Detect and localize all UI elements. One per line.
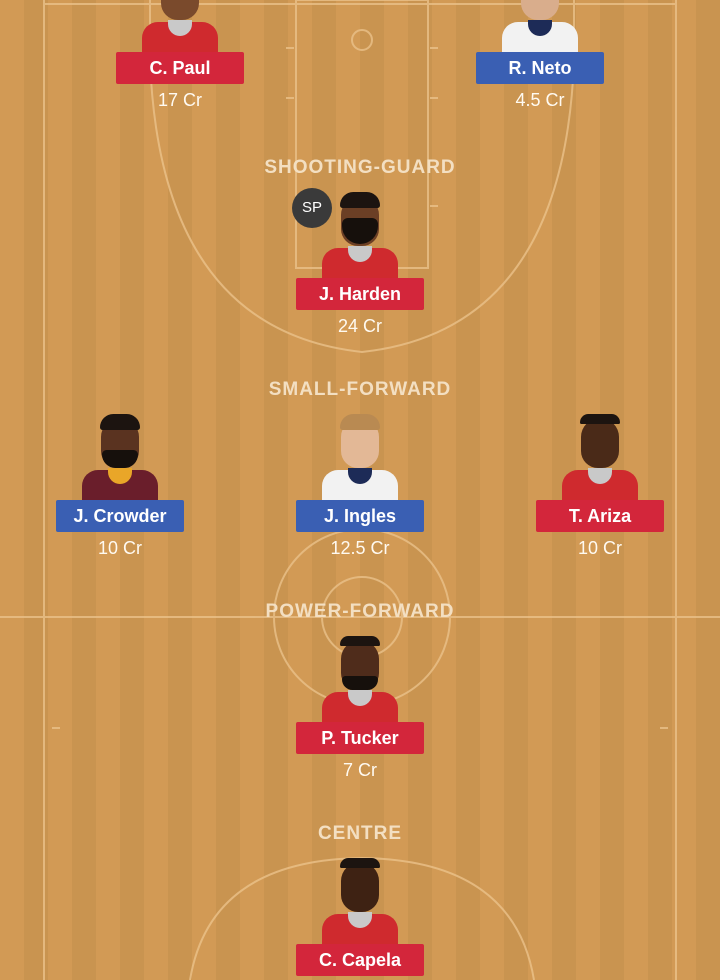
player-photo	[314, 630, 406, 722]
player-name-badge: C. Paul	[116, 52, 244, 84]
player-photo	[314, 408, 406, 500]
player-credits: 24 Cr	[337, 316, 382, 336]
section-power-forward: POWER-FORWARD	[265, 601, 455, 622]
player-photo	[314, 186, 406, 278]
player-photo	[134, 0, 226, 52]
player-card-capela[interactable]: C. Capela	[290, 852, 430, 980]
player-credits: 17 Cr	[157, 90, 202, 110]
player-card-paul[interactable]: C. Paul 17 Cr	[110, 0, 250, 111]
section-shooting-guard: SHOOTING-GUARD	[264, 157, 456, 178]
player-card-neto[interactable]: R. Neto 4.5 Cr	[470, 0, 610, 111]
player-credits: 12.5 Cr	[330, 538, 390, 558]
special-player-badge: SP	[292, 188, 332, 228]
player-photo	[314, 852, 406, 944]
player-credits: 7 Cr	[342, 760, 377, 780]
player-name-badge: P. Tucker	[296, 722, 424, 754]
player-photo	[74, 408, 166, 500]
player-name-badge: J. Harden	[296, 278, 424, 310]
player-photo	[494, 0, 586, 52]
player-card-ariza[interactable]: T. Ariza 10 Cr	[530, 408, 670, 559]
player-credits: 4.5 Cr	[515, 90, 565, 110]
player-name-badge: R. Neto	[476, 52, 604, 84]
player-name-badge: C. Capela	[296, 944, 424, 976]
player-card-ingles[interactable]: J. Ingles 12.5 Cr	[290, 408, 430, 559]
player-credits: 10 Cr	[97, 538, 142, 558]
player-name-badge: T. Ariza	[536, 500, 664, 532]
section-small-forward: SMALL-FORWARD	[268, 379, 452, 400]
player-card-tucker[interactable]: P. Tucker 7 Cr	[290, 630, 430, 781]
player-name-badge: J. Ingles	[296, 500, 424, 532]
player-name-badge: J. Crowder	[56, 500, 184, 532]
player-credits: 10 Cr	[577, 538, 622, 558]
section-centre: CENTRE	[317, 823, 403, 844]
player-card-harden[interactable]: J. Harden 24 Cr	[290, 186, 430, 337]
player-card-crowder[interactable]: J. Crowder 10 Cr	[50, 408, 190, 559]
player-photo	[554, 408, 646, 500]
